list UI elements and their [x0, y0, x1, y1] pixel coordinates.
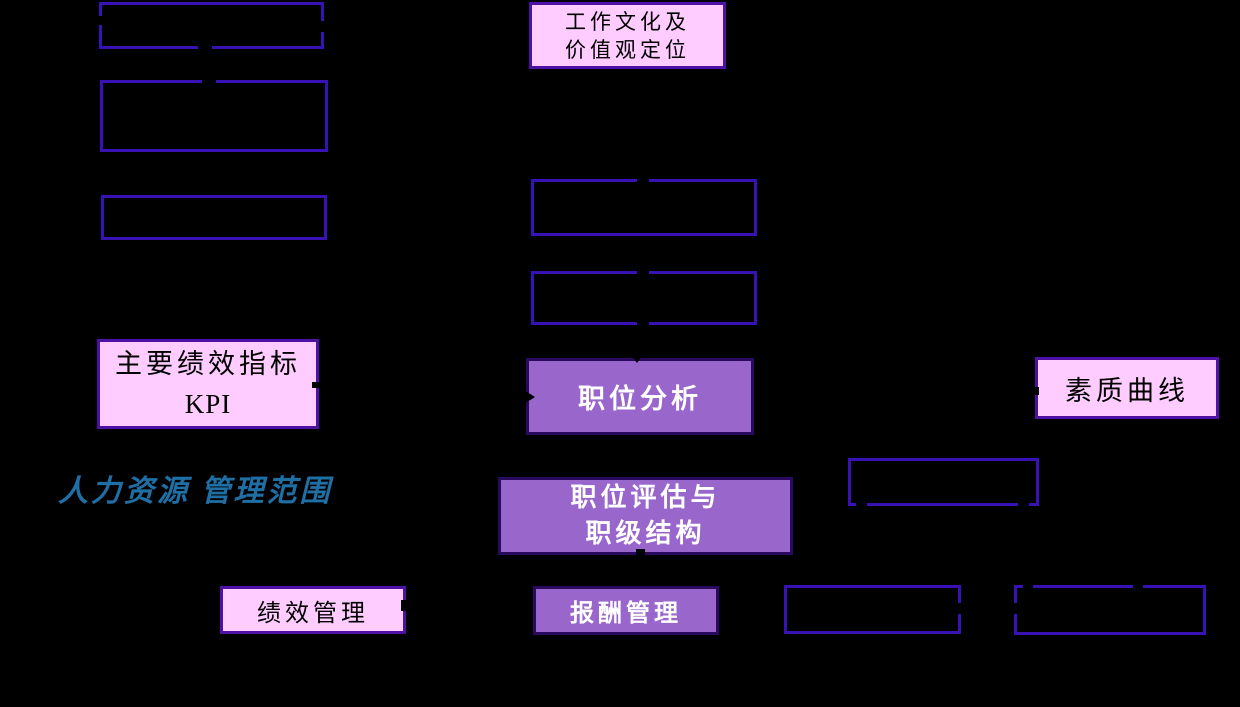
arrowhead-into-compensation-top: [626, 575, 640, 585]
job-evaluation-line2: 职级结构: [585, 519, 706, 548]
empty-box-center-1: [531, 179, 757, 236]
border-gap: [637, 269, 649, 275]
quality-curve-label: 素质曲线: [1065, 375, 1189, 406]
border-gap: [202, 78, 216, 84]
kpi-line1: 主要绩效指标: [115, 349, 301, 379]
empty-box-right-middle: [848, 458, 1039, 506]
quality-curve-box: 素质曲线: [1035, 357, 1219, 419]
connector-stub-job-evaluation-bottom: [636, 549, 645, 557]
arrowhead-into-job-analysis-left: [524, 390, 535, 404]
border-gap: [637, 177, 649, 183]
empty-box-left-3: [101, 195, 327, 240]
compensation-management-box: 报酬管理: [533, 586, 719, 635]
empty-box-bottom-1: [784, 585, 961, 634]
kpi-box: 主要绩效指标 KPI: [97, 339, 319, 429]
border-gap: [1133, 583, 1143, 589]
border-gap: [955, 603, 962, 614]
kpi-line2: KPI: [184, 389, 232, 419]
border-gap: [198, 43, 212, 50]
arrowhead-into-job-analysis-top: [631, 355, 643, 363]
job-analysis-label: 职位分析: [578, 384, 702, 414]
empty-box-top-left: [99, 2, 324, 49]
border-gap: [1018, 500, 1029, 507]
border-gap: [97, 16, 102, 25]
empty-box-bottom-2: [1014, 585, 1206, 635]
empty-box-center-2: [531, 271, 757, 325]
border-gap: [637, 320, 649, 327]
connector-stub-quality-curve-left: [1033, 387, 1039, 395]
job-analysis-box: 职位分析: [526, 358, 754, 435]
work-culture-box: 工作文化及 价值观定位: [529, 2, 726, 69]
border-gap: [856, 500, 867, 507]
job-evaluation-line1: 职位评估与: [570, 483, 721, 512]
hr-scope-line2: 管理范围: [200, 475, 333, 508]
compensation-management-label: 报酬管理: [570, 601, 682, 627]
connector-stub-kpi-right: [312, 382, 320, 388]
empty-box-left-2: [100, 80, 328, 152]
performance-management-box: 绩效管理: [220, 586, 406, 634]
connector-stub-performance-right: [401, 600, 408, 611]
hr-scope-line1: 人力资源: [58, 475, 190, 508]
work-culture-line2: 价值观定位: [565, 37, 690, 62]
border-gap: [1023, 583, 1033, 589]
job-evaluation-box: 职位评估与 职级结构: [498, 477, 793, 555]
border-gap: [1012, 603, 1018, 614]
hr-scope-label: 人力资源 管理范围: [58, 472, 333, 512]
border-gap: [319, 21, 325, 32]
performance-management-label: 绩效管理: [257, 600, 369, 627]
work-culture-line1: 工作文化及: [565, 9, 690, 34]
